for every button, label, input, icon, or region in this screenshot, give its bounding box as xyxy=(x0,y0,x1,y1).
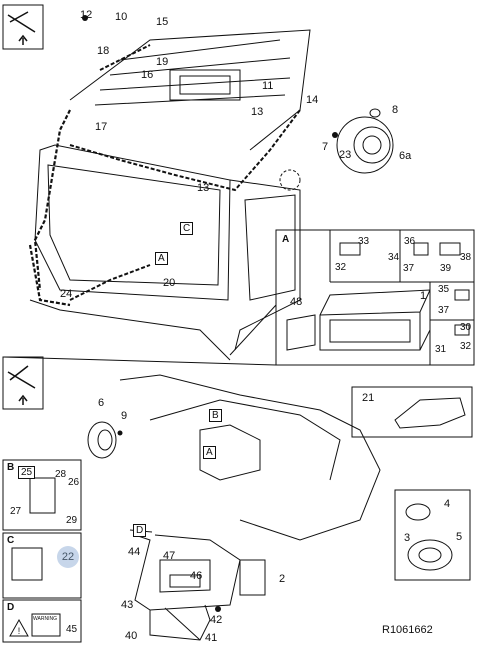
section-a-title: A xyxy=(282,234,290,245)
callout-32-top: 32 xyxy=(335,262,347,273)
callout-8: 8 xyxy=(392,104,399,116)
callout-38: 38 xyxy=(460,252,472,263)
callout-14: 14 xyxy=(306,94,319,106)
callout-37-top: 37 xyxy=(403,263,415,274)
section-d-title: D xyxy=(7,602,15,613)
section-marker-a-bottom: A xyxy=(203,446,216,459)
callout-34: 34 xyxy=(388,252,400,263)
callout-21: 21 xyxy=(362,392,375,404)
callout-18: 18 xyxy=(97,45,110,57)
callout-2: 2 xyxy=(279,573,286,585)
section-marker-b: B xyxy=(209,409,222,422)
callout-17: 17 xyxy=(95,121,108,133)
button-box xyxy=(2,532,82,599)
callout-46: 46 xyxy=(190,570,203,582)
callout-48: 48 xyxy=(290,296,303,308)
callout-25: 25 xyxy=(18,466,36,479)
callout-45: 45 xyxy=(66,624,78,635)
callout-22-highlight[interactable]: 22 xyxy=(57,546,79,568)
orientation-box-mid xyxy=(2,356,44,410)
callout-29: 29 xyxy=(66,515,78,526)
callout-9: 9 xyxy=(121,410,128,422)
section-c-title: C xyxy=(7,535,15,546)
callout-31: 31 xyxy=(435,344,447,355)
callout-27: 27 xyxy=(10,506,22,517)
callout-16: 16 xyxy=(141,69,154,81)
figure-reference: R1061662 xyxy=(382,624,433,636)
callout-42: 42 xyxy=(210,614,223,626)
callout-13-top: 13 xyxy=(251,106,264,118)
callout-6: 6 xyxy=(98,397,105,409)
callout-32-bottom: 32 xyxy=(460,341,472,352)
callout-41: 41 xyxy=(205,632,218,644)
callout-10: 10 xyxy=(115,11,128,23)
section-marker-c: C xyxy=(180,222,194,235)
callout-44: 44 xyxy=(128,546,141,558)
orientation-box-top xyxy=(2,4,44,50)
callout-24: 24 xyxy=(60,288,73,300)
callout-1: 1 xyxy=(420,290,427,302)
switch-box xyxy=(2,459,82,531)
section-marker-d: D xyxy=(133,524,147,537)
callout-19: 19 xyxy=(156,56,169,68)
remote-box xyxy=(351,386,473,438)
callout-30: 30 xyxy=(460,322,472,333)
section-b-title: B xyxy=(7,462,15,473)
callout-40: 40 xyxy=(125,630,138,642)
warning-label: WARNING xyxy=(33,616,57,622)
callout-4: 4 xyxy=(444,498,451,510)
callout-43: 43 xyxy=(121,599,134,611)
callout-15: 15 xyxy=(156,16,169,28)
tweeter-box xyxy=(394,489,471,581)
callout-6a: 6a xyxy=(399,150,412,162)
callout-33: 33 xyxy=(358,236,370,247)
section-marker-a-top: A xyxy=(155,252,168,265)
callout-47: 47 xyxy=(163,550,176,562)
callout-36: 36 xyxy=(404,236,416,247)
callout-22: 22 xyxy=(61,551,75,563)
callout-7: 7 xyxy=(322,141,329,153)
callout-5: 5 xyxy=(456,531,463,543)
callout-12: 12 xyxy=(80,9,93,21)
callout-26: 26 xyxy=(68,477,80,488)
callout-35: 35 xyxy=(438,284,450,295)
radio-panel-box xyxy=(275,229,475,366)
callout-39: 39 xyxy=(440,263,452,274)
callout-13-mid: 13 xyxy=(197,182,210,194)
callout-37-bottom: 37 xyxy=(438,305,450,316)
callout-28: 28 xyxy=(55,469,67,480)
callout-20: 20 xyxy=(163,277,176,289)
callout-3: 3 xyxy=(404,532,411,544)
callout-11: 11 xyxy=(262,80,274,92)
svg-text:!: ! xyxy=(18,626,21,636)
callout-23: 23 xyxy=(339,149,352,161)
warning-box xyxy=(2,599,82,643)
